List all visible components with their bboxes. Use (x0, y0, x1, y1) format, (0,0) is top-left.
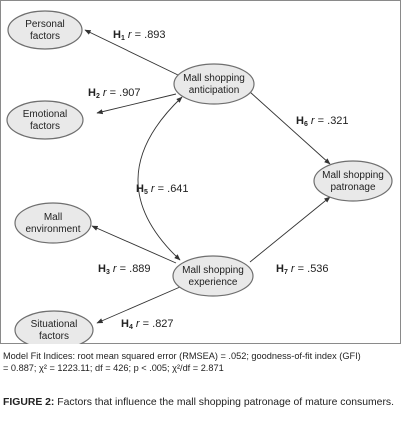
model-fit-line-2: = 0.887; χ² = 1223.11; df = 426; p < .00… (3, 363, 224, 373)
label-h4: H4 r = .827 (121, 318, 174, 331)
svg-text:Personal: Personal (25, 19, 64, 30)
svg-text:factors: factors (30, 31, 60, 42)
svg-text:Mall shopping: Mall shopping (322, 170, 384, 181)
svg-text:Emotional: Emotional (23, 109, 67, 120)
edge-h4 (96, 286, 181, 324)
node-mall-shopping-experience: Mall shopping experience (172, 255, 254, 297)
edge-h1 (84, 29, 179, 76)
edge-h6 (249, 91, 331, 165)
svg-text:environment: environment (25, 224, 80, 235)
figure-caption: FIGURE 2: Factors that influence the mal… (3, 397, 401, 409)
svg-text:Situational: Situational (31, 319, 78, 330)
node-mall-environment: Mall environment (14, 202, 92, 244)
model-fit-line-1: Model Fit Indices: root mean squared err… (3, 351, 361, 361)
node-personal-factors: Personal factors (7, 10, 83, 50)
edge-h5 (137, 96, 183, 261)
node-emotional-factors: Emotional factors (6, 100, 84, 140)
svg-text:factors: factors (39, 331, 69, 342)
edge-h2 (96, 93, 177, 115)
edge-h3 (91, 225, 177, 264)
label-h6: H6 r = .321 (296, 115, 349, 128)
figure-label: FIGURE 2: (3, 397, 55, 408)
node-situational-factors: Situational factors (14, 310, 94, 344)
label-h1: H1 r = .893 (113, 29, 166, 42)
svg-text:Mall shopping: Mall shopping (183, 73, 245, 84)
edge-h7 (249, 196, 331, 263)
path-diagram: Personal factors Emotional factors Mall … (6, 10, 393, 344)
svg-text:patronage: patronage (330, 182, 375, 193)
svg-text:experience: experience (189, 277, 238, 288)
svg-text:Mall shopping: Mall shopping (182, 265, 244, 276)
node-mall-shopping-anticipation: Mall shopping anticipation (173, 63, 255, 105)
model-fit-note: Model Fit Indices: root mean squared err… (3, 350, 401, 374)
svg-text:anticipation: anticipation (189, 85, 240, 96)
label-h3: H3 r = .889 (98, 263, 151, 276)
label-h5: H5 r = .641 (136, 183, 189, 196)
label-h7: H7 r = .536 (276, 263, 329, 276)
label-h2: H2 r = .907 (88, 87, 141, 100)
figure-caption-text: Factors that influence the mall shopping… (54, 397, 395, 408)
node-mall-shopping-patronage: Mall shopping patronage (313, 160, 393, 202)
svg-text:Mall: Mall (44, 212, 62, 223)
svg-text:factors: factors (30, 121, 60, 132)
